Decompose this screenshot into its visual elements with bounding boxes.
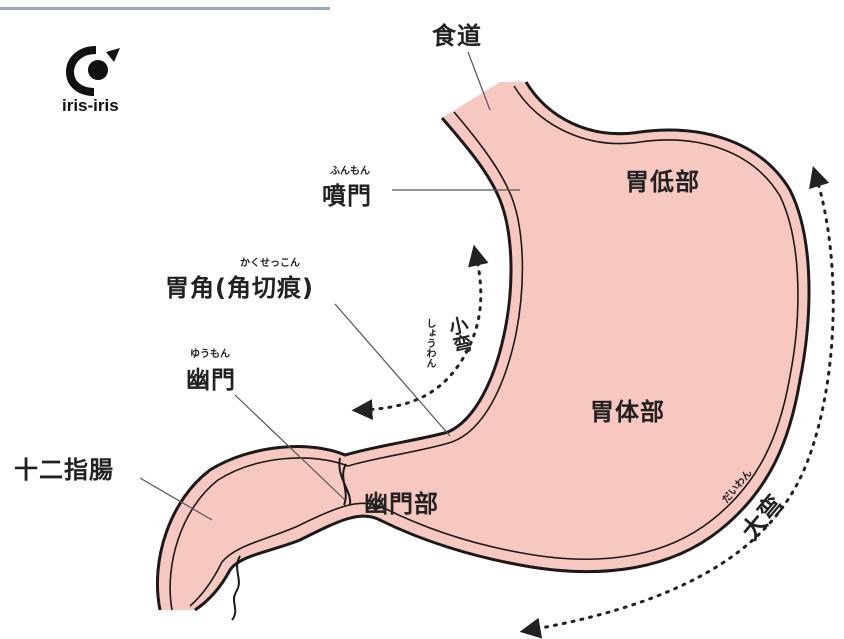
lesser-curvature-ruby: しょうわん bbox=[422, 318, 437, 368]
angle-ruby: かくせっこん bbox=[240, 254, 300, 269]
duodenum-label: 十二指腸 bbox=[14, 450, 114, 485]
pylorus-ruby: ゆうもん bbox=[190, 345, 230, 360]
pyloric-part-label: 幽門部 bbox=[364, 484, 439, 519]
stomach-body bbox=[157, 82, 809, 610]
angle-label: 胃角(角切痕) bbox=[165, 268, 314, 303]
fundus-label: 胃低部 bbox=[625, 162, 700, 197]
c-logo-icon bbox=[62, 44, 132, 100]
cardia-label: 噴門 bbox=[322, 176, 372, 211]
esophagus-label: 食道 bbox=[432, 16, 482, 51]
cardia-ruby: ふんもん bbox=[330, 162, 370, 177]
body-label: 胃体部 bbox=[590, 392, 665, 427]
pylorus-label: 幽門 bbox=[186, 360, 236, 395]
brand-name: iris-iris bbox=[62, 96, 119, 116]
